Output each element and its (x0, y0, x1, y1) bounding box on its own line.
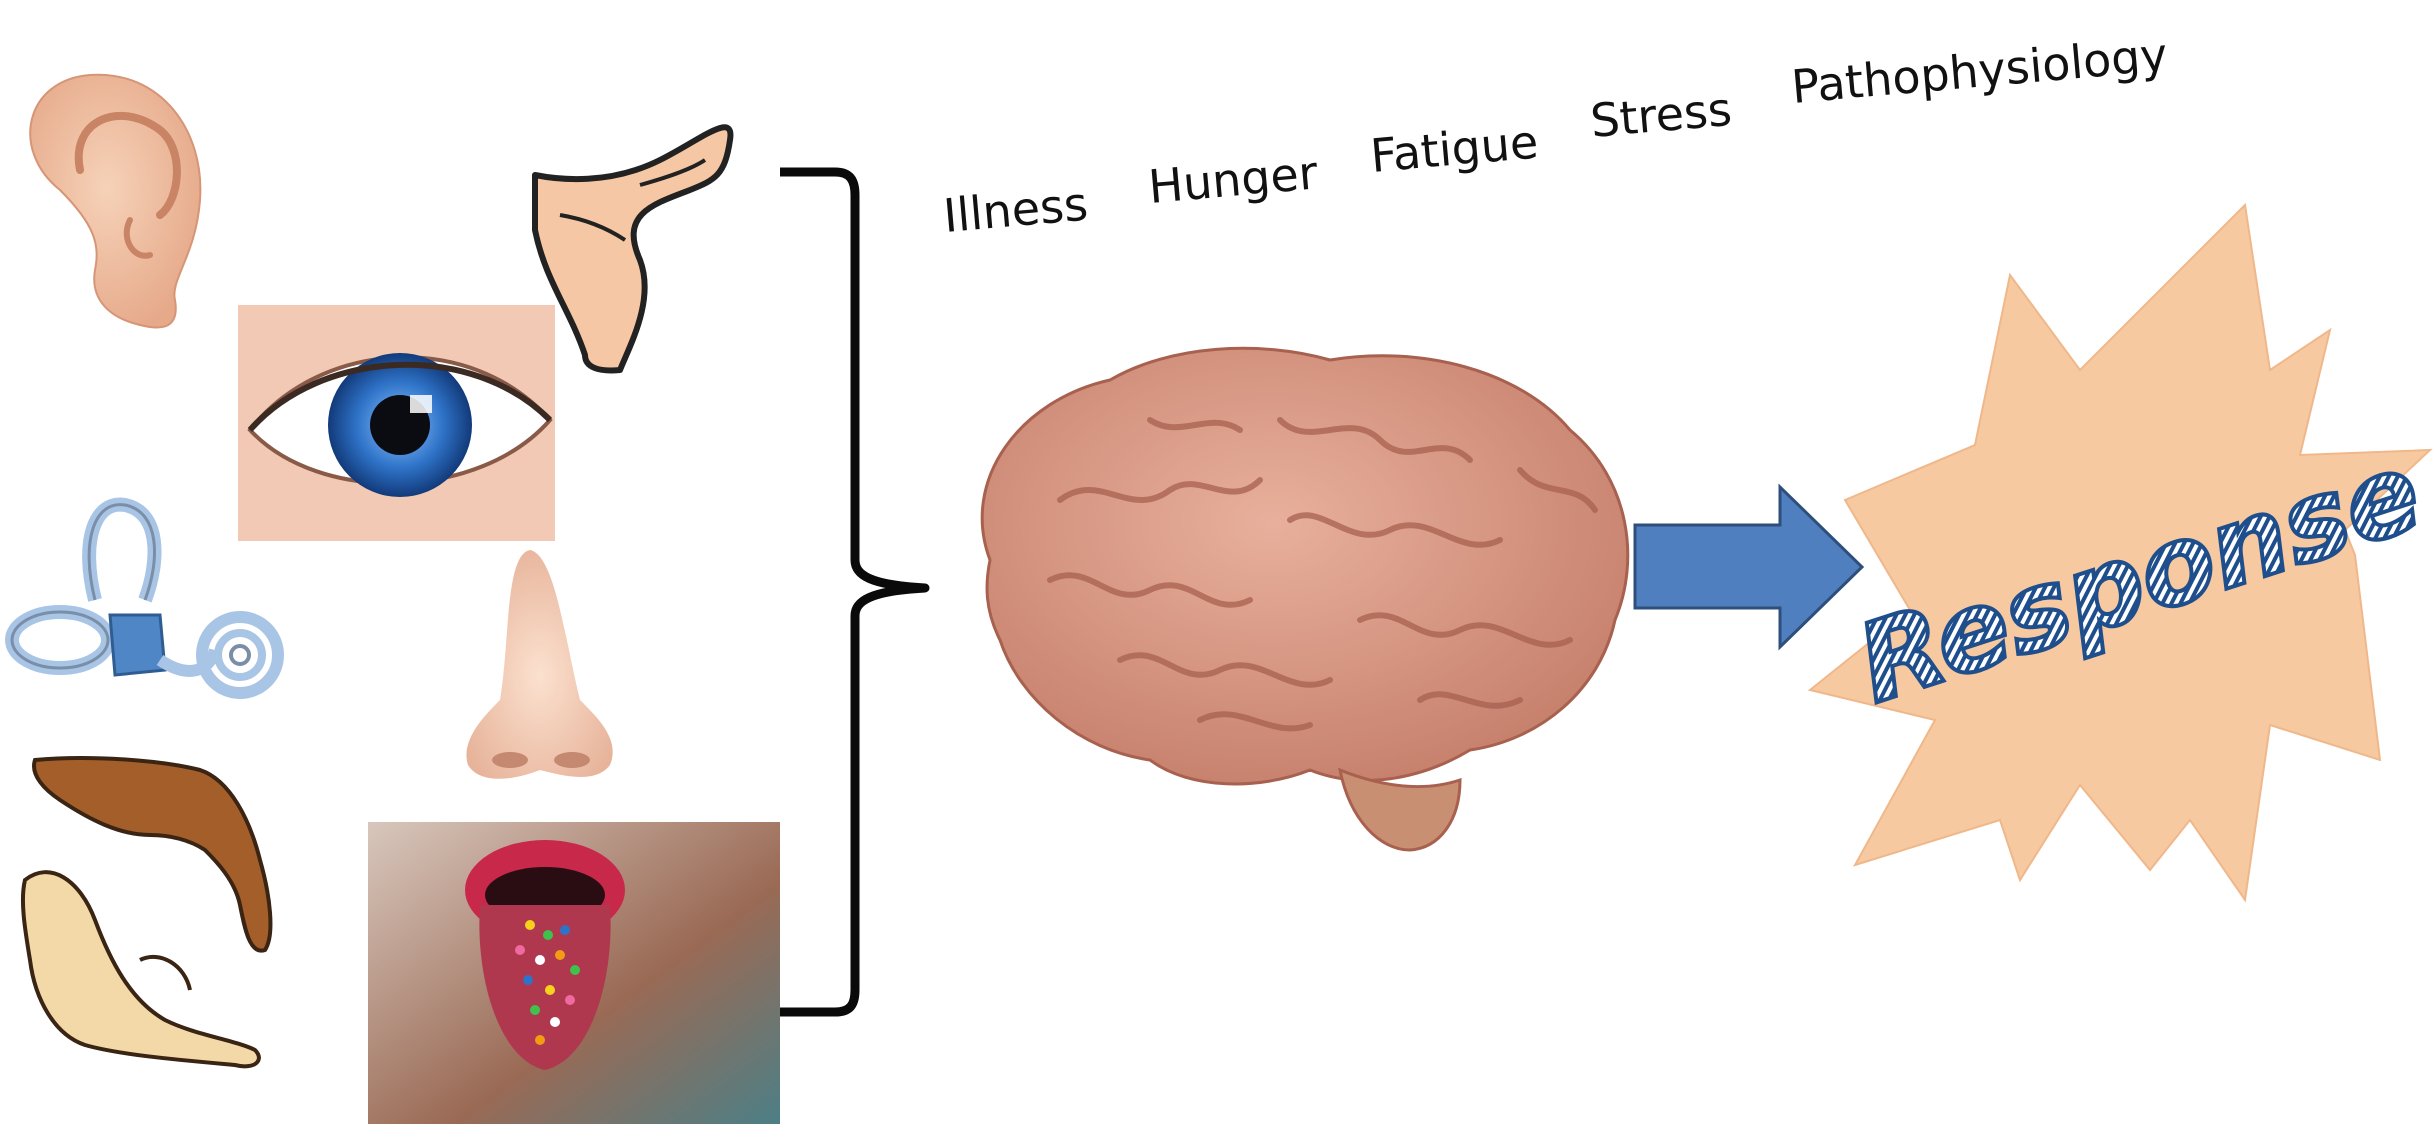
hands-touch-icon (23, 758, 271, 1066)
factor-labels: Illness Hunger Fatigue Stress Pathophysi… (941, 27, 2169, 243)
arrow-icon (1635, 487, 1862, 647)
curly-bracket (780, 172, 925, 1012)
factor-hunger: Hunger (1146, 145, 1319, 214)
brain-icon (982, 348, 1628, 850)
factor-illness: Illness (941, 177, 1090, 243)
eye-icon (238, 305, 555, 541)
elbow-icon (535, 127, 730, 370)
factor-stress: Stress (1588, 82, 1734, 148)
nose-icon (466, 550, 612, 779)
ear-icon (30, 75, 200, 328)
tongue-icon (368, 822, 780, 1124)
factor-fatigue: Fatigue (1368, 115, 1540, 183)
factor-pathophysiology: Pathophysiology (1789, 27, 2169, 114)
